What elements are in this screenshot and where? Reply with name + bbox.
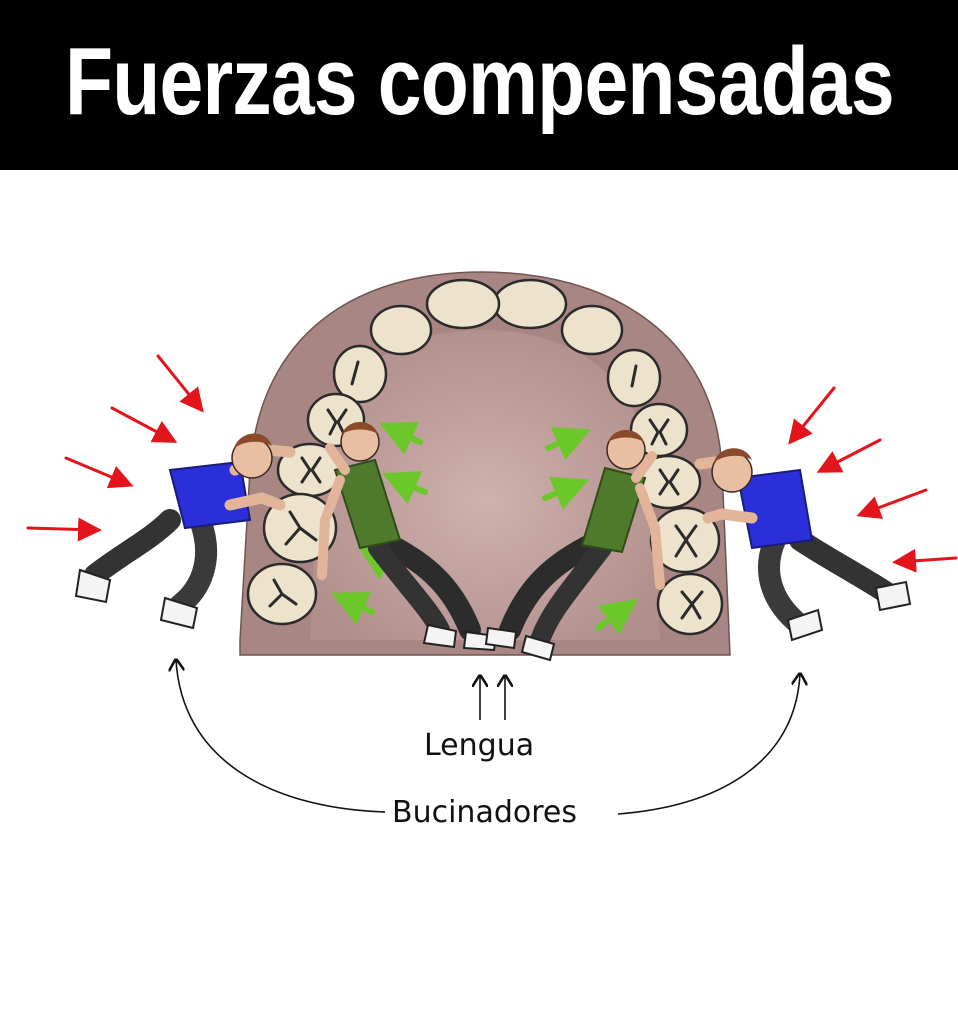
title-banner: Fuerzas compensadas [0,0,958,170]
tooth [658,574,722,634]
red-arrow [158,356,200,408]
red-arrow [862,490,926,514]
curved-arrow-right [618,674,800,814]
tongue-label-arrows [480,676,505,720]
red-arrow [898,558,956,562]
red-arrow [28,528,96,530]
buccinators-label: Bucinadores [392,795,577,830]
red-arrow [112,408,172,440]
tongue-label: Lengua [424,728,534,763]
right-buccinator-man [700,448,910,640]
page-title: Fuerzas compensadas [65,27,894,137]
curved-arrow-left [176,660,385,812]
red-arrow [66,458,128,484]
tooth [371,306,431,354]
tooth [427,280,499,328]
tooth [562,306,622,354]
red-arrow [792,388,834,440]
red-arrow [822,440,880,470]
tooth [494,280,566,328]
dental-arch-diagram [0,170,958,870]
